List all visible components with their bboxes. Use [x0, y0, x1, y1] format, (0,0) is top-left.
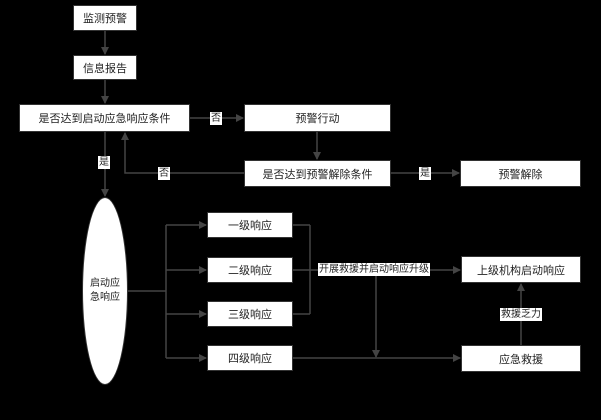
node-warning-action: 预警行动 [244, 104, 391, 132]
node-level1: 一级响应 [207, 212, 293, 238]
node-decision-release: 是否达到预警解除条件 [244, 160, 391, 187]
node-monitor: 监测预警 [73, 5, 137, 31]
node-release: 预警解除 [460, 160, 581, 187]
edge-no-back [121, 132, 244, 174]
label-yes-start: 是 [98, 156, 110, 169]
label-yes-release: 是 [419, 167, 431, 180]
label-upgrade: 开展救援并启动响应升级 [318, 263, 430, 276]
label-no-back: 否 [158, 167, 170, 180]
node-upper-response: 上级机构启动响应 [461, 256, 581, 283]
node-report: 信息报告 [73, 55, 137, 80]
label-no-warning: 否 [210, 112, 222, 125]
node-start-response: 启动应急响应 [82, 197, 128, 385]
node-level4: 四级响应 [207, 345, 293, 371]
node-rescue: 应急救援 [461, 345, 581, 372]
node-level3: 三级响应 [207, 301, 293, 327]
label-insufficient: 救援乏力 [500, 308, 542, 321]
node-level2: 二级响应 [207, 257, 293, 283]
start-response-line1: 启动应 [90, 278, 120, 289]
start-response-line2: 急响应 [90, 292, 120, 303]
node-decision-start: 是否达到启动应急响应条件 [19, 104, 190, 132]
